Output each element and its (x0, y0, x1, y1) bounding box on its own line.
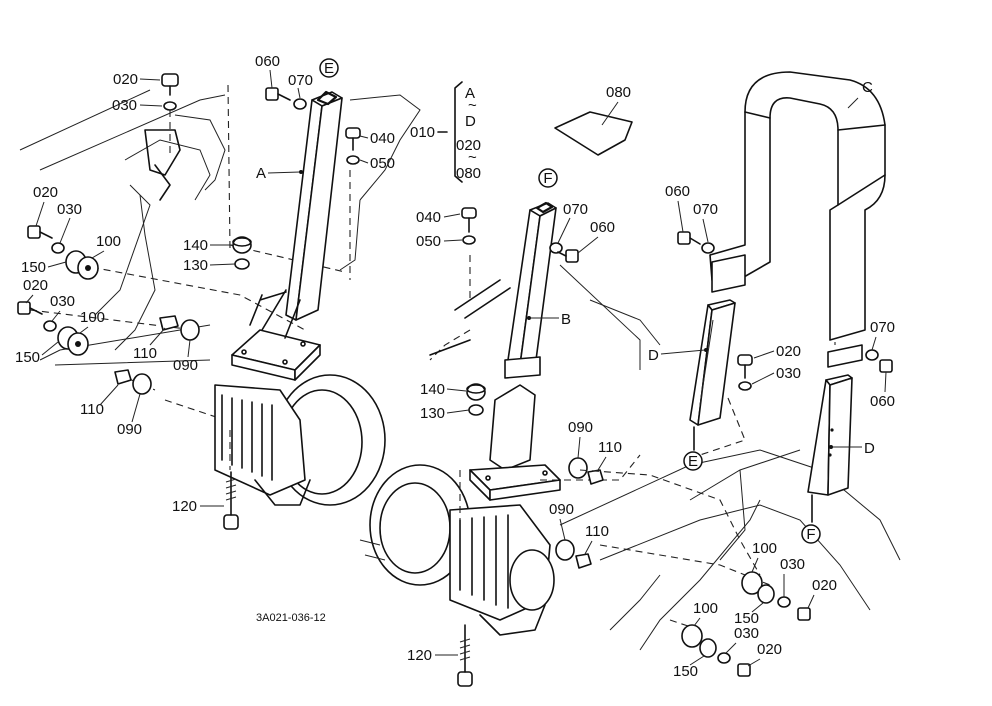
rops-frame-c (709, 71, 886, 368)
svg-text:100: 100 (693, 600, 718, 617)
svg-text:150: 150 (734, 610, 759, 627)
svg-text:~: ~ (468, 149, 477, 166)
group-010-bracket: 010 A ~ D 020 ~ 080 (410, 81, 481, 183)
svg-text:100: 100 (80, 309, 105, 326)
svg-text:050: 050 (416, 233, 441, 250)
drawing-number: 3A021-036-12 (256, 612, 326, 624)
svg-text:090: 090 (568, 419, 593, 436)
post-a (231, 90, 343, 381)
svg-text:040: 040 (370, 130, 395, 147)
svg-text:F: F (806, 526, 815, 543)
svg-text:060: 060 (665, 183, 690, 200)
svg-text:130: 130 (420, 405, 445, 422)
svg-text:030: 030 (57, 201, 82, 218)
marker-f-bottom: F (801, 494, 821, 544)
svg-text:150: 150 (15, 349, 40, 366)
svg-text:A: A (465, 85, 475, 102)
svg-text:020: 020 (812, 577, 837, 594)
post-d-left (689, 299, 736, 426)
svg-text:E: E (324, 60, 334, 77)
post-d-right (807, 374, 853, 496)
svg-text:110: 110 (598, 439, 622, 456)
svg-text:010: 010 (410, 124, 435, 141)
label-b: B (527, 311, 571, 328)
left-gearbox (214, 374, 386, 506)
svg-text:050: 050 (370, 155, 395, 172)
svg-text:020: 020 (23, 277, 48, 294)
svg-text:080: 080 (456, 165, 481, 182)
svg-text:B: B (561, 311, 571, 328)
svg-text:110: 110 (133, 345, 157, 362)
label-c: C (847, 79, 873, 109)
svg-text:150: 150 (21, 259, 46, 276)
svg-text:A: A (256, 165, 266, 182)
svg-text:020: 020 (113, 71, 138, 88)
svg-text:110: 110 (80, 401, 104, 418)
marker-f-top: F (538, 168, 558, 188)
svg-text:060: 060 (870, 393, 895, 410)
svg-text:020: 020 (776, 343, 801, 360)
svg-text:020: 020 (33, 184, 58, 201)
svg-text:130: 130 (183, 257, 208, 274)
svg-text:~: ~ (468, 97, 477, 114)
svg-text:060: 060 (255, 53, 280, 70)
svg-text:D: D (864, 440, 875, 457)
svg-text:070: 070 (870, 319, 895, 336)
svg-text:E: E (688, 453, 698, 470)
svg-text:090: 090 (549, 501, 574, 518)
label-d-left: D (648, 347, 708, 364)
svg-text:100: 100 (96, 233, 121, 250)
svg-text:060: 060 (590, 219, 615, 236)
svg-text:090: 090 (173, 357, 198, 374)
marker-e-top: E (319, 58, 339, 78)
svg-text:020: 020 (757, 641, 782, 658)
svg-text:030: 030 (734, 625, 759, 642)
svg-text:140: 140 (420, 381, 445, 398)
svg-text:040: 040 (416, 209, 441, 226)
svg-text:030: 030 (780, 556, 805, 573)
svg-text:030: 030 (776, 365, 801, 382)
svg-text:120: 120 (172, 498, 197, 515)
svg-text:090: 090 (117, 421, 142, 438)
svg-text:100: 100 (752, 540, 777, 557)
svg-text:070: 070 (563, 201, 588, 218)
svg-text:120: 120 (407, 647, 432, 664)
svg-text:D: D (648, 347, 659, 364)
svg-text:150: 150 (673, 663, 698, 680)
svg-text:030: 030 (112, 97, 137, 114)
label-d-right: D (829, 440, 875, 457)
callouts: 020 030 060 070 040 050 020 030 100 150 … (15, 53, 895, 680)
middle-assembly (359, 201, 641, 687)
svg-text:110: 110 (585, 523, 609, 540)
marker-e-bottom: E (683, 426, 703, 471)
svg-text:140: 140 (183, 237, 208, 254)
svg-text:030: 030 (50, 293, 75, 310)
svg-text:F: F (543, 170, 552, 187)
svg-text:C: C (862, 79, 873, 96)
svg-text:020: 020 (456, 137, 481, 154)
decal-080 (554, 111, 633, 156)
svg-text:D: D (465, 113, 476, 130)
svg-text:070: 070 (288, 72, 313, 89)
svg-text:070: 070 (693, 201, 718, 218)
right-hardware (677, 231, 893, 677)
svg-text:080: 080 (606, 84, 631, 101)
label-a: A (256, 165, 303, 182)
